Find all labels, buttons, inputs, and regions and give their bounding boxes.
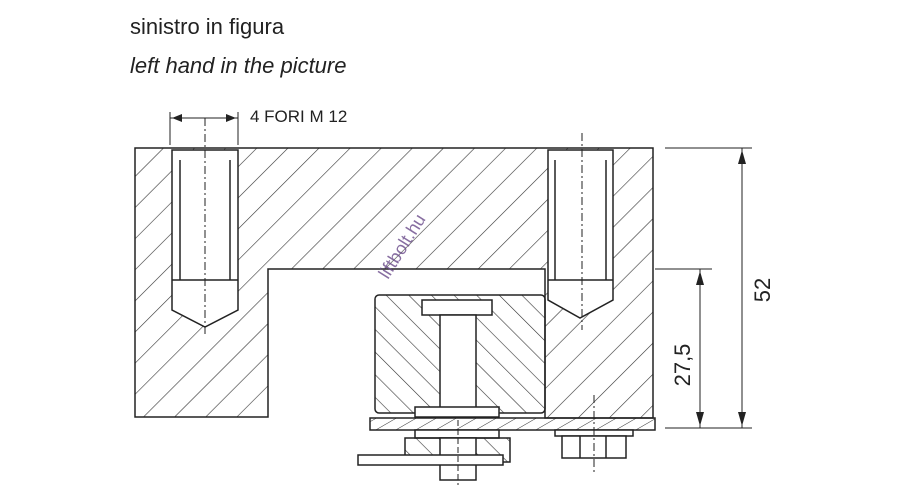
bolt-shank	[439, 314, 477, 411]
dimension-arrows	[172, 114, 746, 426]
left-threaded-hole	[171, 149, 239, 328]
base-plate	[369, 417, 656, 431]
bracket	[357, 454, 504, 466]
right-threaded-hole	[547, 149, 614, 319]
caption-english: left hand in the picture	[130, 53, 347, 78]
caption-italian: sinistro in figura	[130, 14, 285, 39]
main-block	[134, 147, 654, 419]
bolt-head	[421, 299, 493, 316]
hole-note: 4 FORI M 12	[250, 107, 347, 126]
dimension-partial: 27,5	[670, 344, 695, 387]
dimension-total: 52	[750, 278, 775, 302]
dimension-lines	[655, 147, 752, 429]
